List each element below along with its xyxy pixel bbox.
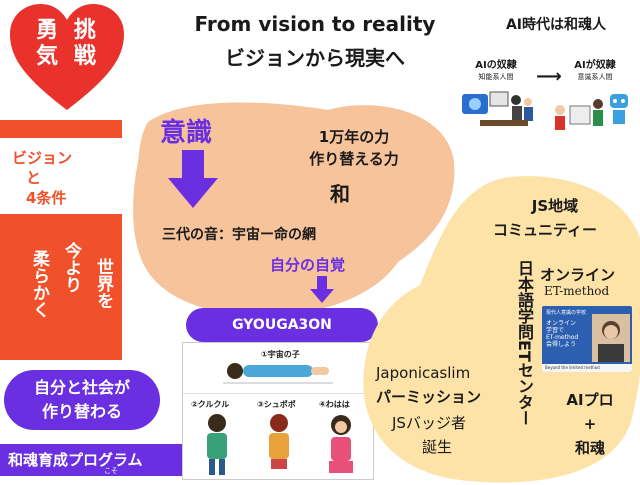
exercise-left-label: ②クルクル [191, 400, 230, 409]
online-card-body: オンライン 学習で ET-method 会得しよう [546, 320, 590, 348]
program-bar[interactable]: 和魂育成プログラム こそ [0, 444, 182, 476]
ai-master-sub: 意識系人間 [577, 73, 613, 81]
exercise-panel: ①宇宙の子 ②クルクル ③シュポポ ④わはは [182, 342, 374, 480]
ai-slave-sub: 知能系人間 [478, 73, 514, 81]
down-arrow-large-icon [168, 150, 218, 208]
vision-conditions: ビジョン と 4条件 [12, 148, 122, 208]
js-community-text: JS地域 コミュニティー [493, 194, 610, 242]
orange-bar-top [0, 120, 122, 138]
power-line-2: 作り替える力 [309, 150, 399, 168]
title-en: From vision to reality [194, 12, 436, 36]
heart-line-2: 気 戦 [36, 44, 100, 69]
self-awareness-text: 自分の自覚 [270, 256, 346, 274]
heart-line-1: 勇 挑 [36, 18, 100, 43]
power-text: 1万年の力 作り替える力 [294, 126, 414, 170]
person-photo-icon [592, 314, 630, 362]
yellow-blob [363, 176, 640, 483]
ai-pro-line-1: AIプロ [566, 391, 614, 409]
online-card-body-1: オンライン [546, 320, 577, 327]
birth-text: 誕生 [422, 438, 453, 456]
badge-text: JSバッジ者 [392, 414, 466, 432]
ai-pro-line-2: + [583, 415, 597, 433]
society-line-1: 自分と社会が [33, 378, 130, 397]
soft-col-2: 今より [61, 242, 81, 293]
exercise-divider [183, 393, 373, 394]
vision-cond-line-3: 4条件 [26, 189, 67, 207]
js-community-line-2: コミュニティー [492, 221, 598, 239]
ai-master-illustration [555, 94, 628, 130]
online-text: オンライン [540, 266, 616, 284]
online-course-card[interactable]: 現代人意識の学校 オンライン 学習で ET-method 会得しよう Beyon… [542, 306, 632, 372]
wa-text: 和 [330, 182, 350, 206]
peach-blob [133, 102, 455, 315]
permission-text: パーミッション [376, 388, 482, 406]
online-card-body-3: ET-method [546, 334, 579, 341]
js-community-line-1: JS地域 [531, 197, 579, 215]
soft-col-1: 世界を [93, 258, 113, 309]
title-jp: ビジョンから現実へ [225, 46, 405, 70]
japonicaslim-text: Japonicaslim [376, 364, 471, 382]
exercise-mid-label: ③シュポポ [257, 400, 296, 409]
online-card-body-2: 学習で [546, 327, 565, 334]
down-arrow-small-icon [310, 276, 334, 303]
online-card-body-4: 会得しよう [546, 341, 577, 348]
program-small: こそ [104, 467, 118, 475]
lying-person-illustration [223, 363, 333, 384]
gyouga-button[interactable]: GYOUGA3ON [186, 308, 378, 342]
society-line-2: 作り替わる [41, 402, 122, 421]
ai-era-title: AI時代は和魂人 [505, 17, 607, 33]
et-method-text: ET-method [544, 284, 610, 298]
exercise-top-label: ①宇宙の子 [261, 350, 300, 359]
soft-col-3: 柔らかく [29, 250, 49, 318]
exercise-right-label: ④わはは [319, 400, 350, 409]
exercise-figures-illustration [207, 414, 353, 475]
arrow-right-icon: ⟶ [536, 66, 562, 87]
power-line-1: 1万年の力 [318, 128, 390, 146]
online-card-footer: Beyond the limited method [542, 364, 632, 372]
et-center-vertical-text: 日本語学問ETセンター [515, 260, 534, 426]
ai-slave-heading: AIの奴隷 [475, 60, 517, 71]
ai-pro-text: AIプロ + 和魂 [560, 388, 620, 460]
ishiki-text: 意識 [160, 118, 213, 148]
vision-cond-line-2: と [26, 169, 42, 187]
three-sounds-text: 三代の音：宇宙ー命の網 [162, 227, 316, 243]
orange-block: 世界を 今より 柔らかく [0, 214, 122, 360]
ai-master-heading: AIが奴隷 [574, 60, 616, 71]
society-transform-button[interactable]: 自分と社会が 作り替わる [4, 370, 160, 430]
heart-text: 勇 挑 気 戦 [26, 18, 110, 70]
vision-cond-line-1: ビジョン [12, 149, 73, 167]
online-card-header: 現代人意識の学校 [546, 310, 587, 316]
ai-pro-line-3: 和魂 [574, 439, 605, 457]
program-label: 和魂育成プログラム [8, 451, 143, 469]
heart-shape [10, 4, 124, 110]
ai-slave-illustration [462, 91, 533, 126]
